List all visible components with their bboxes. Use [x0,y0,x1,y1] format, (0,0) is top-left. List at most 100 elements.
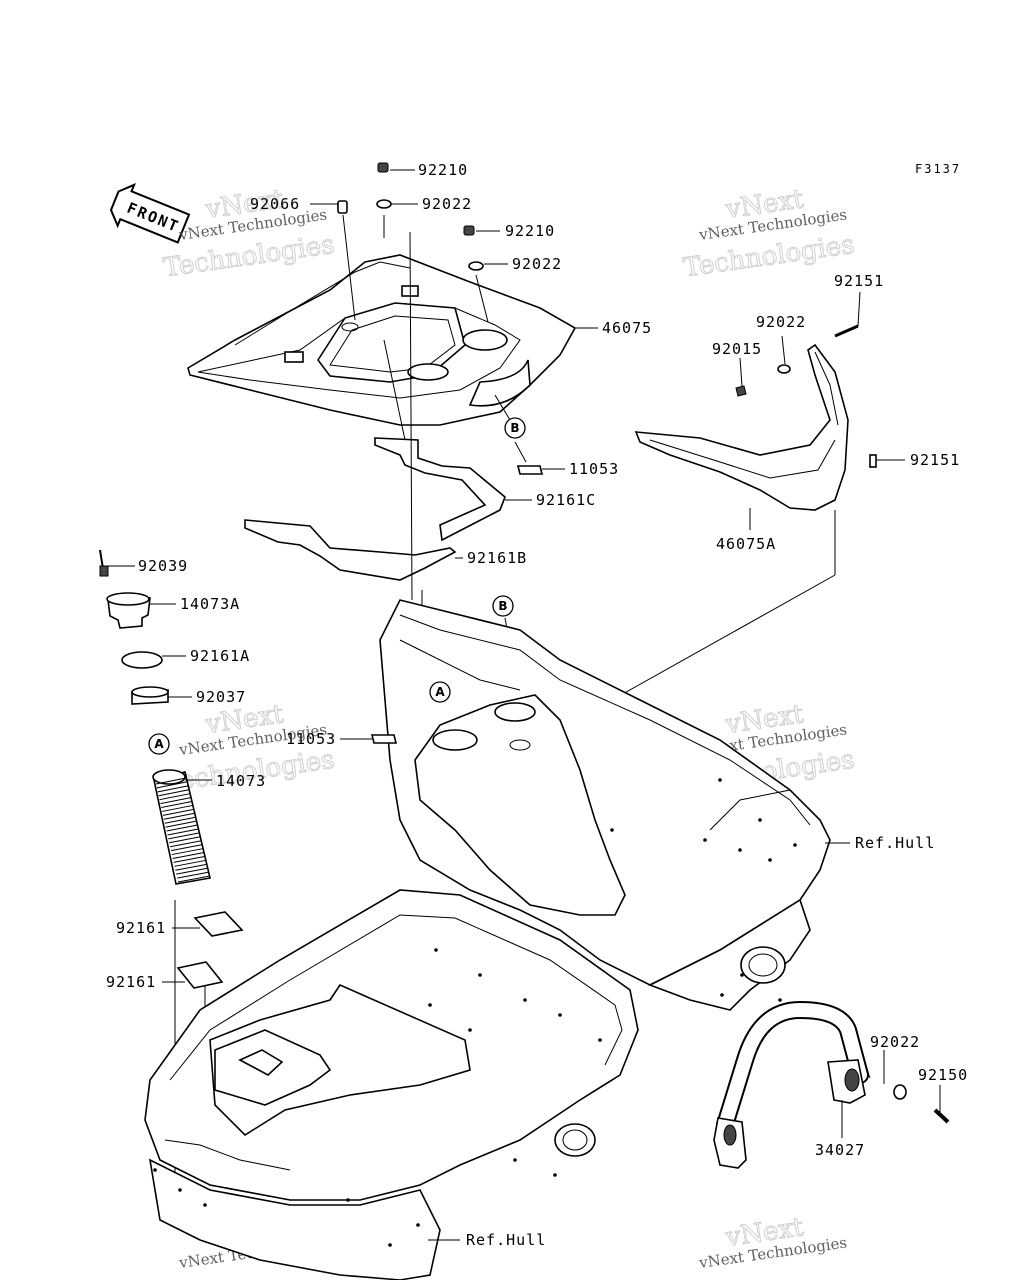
rivet [523,998,527,1002]
callout-a-lower: A [148,733,170,755]
washer-92022-top-icon [376,199,392,209]
rivet [740,973,744,977]
hose-rib [175,863,208,871]
rivet [738,848,742,852]
label-92161b: 92161B [467,549,527,567]
label-92022-top: 92022 [422,195,472,213]
clip-11053-upper-icon [516,465,544,475]
screw-92066-icon [337,200,348,214]
label-92022-mid: 92022 [512,255,562,273]
hose-rib [169,836,201,844]
hose-rib [165,820,197,828]
washer-92022-right-icon [777,364,791,374]
hull-rivets [153,778,797,1247]
pin-92039-icon [99,549,109,577]
hose-rib [177,875,211,883]
callout-b-lower: B [492,595,514,617]
rivet [720,993,724,997]
bolt-92210-mid-icon [463,225,475,236]
rivet [598,1038,602,1042]
rivet [778,998,782,1002]
hose-rib [155,777,187,785]
bolt-92150-icon [933,1108,950,1124]
label-92210-mid: 92210 [505,222,555,240]
gasket-92161b [244,519,457,581]
callout-a-upper: A [429,681,451,703]
hose-rib [176,867,209,875]
label-92161a: 92161A [190,647,250,665]
label-92150: 92150 [918,1066,968,1084]
label-92161-a: 92161 [116,919,166,937]
label-92066: 92066 [250,195,300,213]
leader-lines [108,169,941,1241]
rivet [428,1003,432,1007]
hose-rib [163,812,195,820]
label-ref-hull-lower: Ref.Hull [466,1231,546,1249]
hose-rib [177,871,210,879]
hose-rib [170,844,203,852]
hose-rib [161,801,192,809]
label-92161c: 92161C [536,491,596,509]
figure-code: F3137 [915,162,961,176]
o-ring-92161a-icon [121,651,163,669]
rivet [558,1013,562,1017]
label-46075: 46075 [602,319,652,337]
svg-text:A: A [435,685,445,699]
pad-92161-b [176,961,224,989]
label-92161-b: 92161 [106,973,156,991]
hose-rib [174,859,207,867]
label-92039: 92039 [138,557,188,575]
rivet [610,828,614,832]
pad-92161-a [193,911,244,937]
rivet [703,838,707,842]
hose-rib [167,828,199,836]
rivet [768,858,772,862]
gasket-92161c [374,437,506,542]
rivet [346,1198,350,1202]
screw-92151-right-icon [869,454,877,468]
rivet [758,818,762,822]
label-92151-right: 92151 [910,451,960,469]
svg-text:A: A [154,737,164,751]
hose-rib [169,840,202,848]
rivet [468,1028,472,1032]
label-92022-right: 92022 [756,313,806,331]
rivet [793,843,797,847]
label-92022-bottom: 92022 [870,1033,920,1051]
hose-rib [158,789,189,797]
bolt-92210-top-icon [377,162,389,173]
rivet [388,1243,392,1247]
nut-92015-icon [735,385,747,397]
rivet [153,1168,157,1172]
svg-text:B: B [510,421,519,435]
label-11053-upper: 11053 [569,460,619,478]
label-46075a: 46075A [716,535,776,553]
hose-rib [164,816,196,824]
label-92210-top: 92210 [418,161,468,179]
hull-lower [144,889,639,1280]
clip-11053-lower-icon [370,734,398,744]
hose-rib [157,785,189,793]
callout-b-upper: B [504,417,526,439]
hose-rib [166,824,198,832]
label-11053-lower: 11053 [286,730,336,748]
washer-92022-mid-icon [468,261,484,271]
hose-rib [172,851,205,859]
clamp-92037-icon [131,686,169,705]
label-14073a: 14073A [180,595,240,613]
hose-rib [173,855,206,863]
hose-rib [162,804,193,812]
label-34027: 34027 [815,1141,865,1159]
cover-46075a [634,343,849,511]
hose-rib [171,848,204,856]
filler-neck-14073a [106,592,151,629]
screw-92151-top-icon [834,324,859,338]
hose-rib [159,793,190,801]
rivet [553,1173,557,1177]
label-92151-top: 92151 [834,272,884,290]
label-92037: 92037 [196,688,246,706]
hose-14073 [152,769,211,885]
hose-rib [162,808,194,816]
hull-upper [379,599,831,1011]
